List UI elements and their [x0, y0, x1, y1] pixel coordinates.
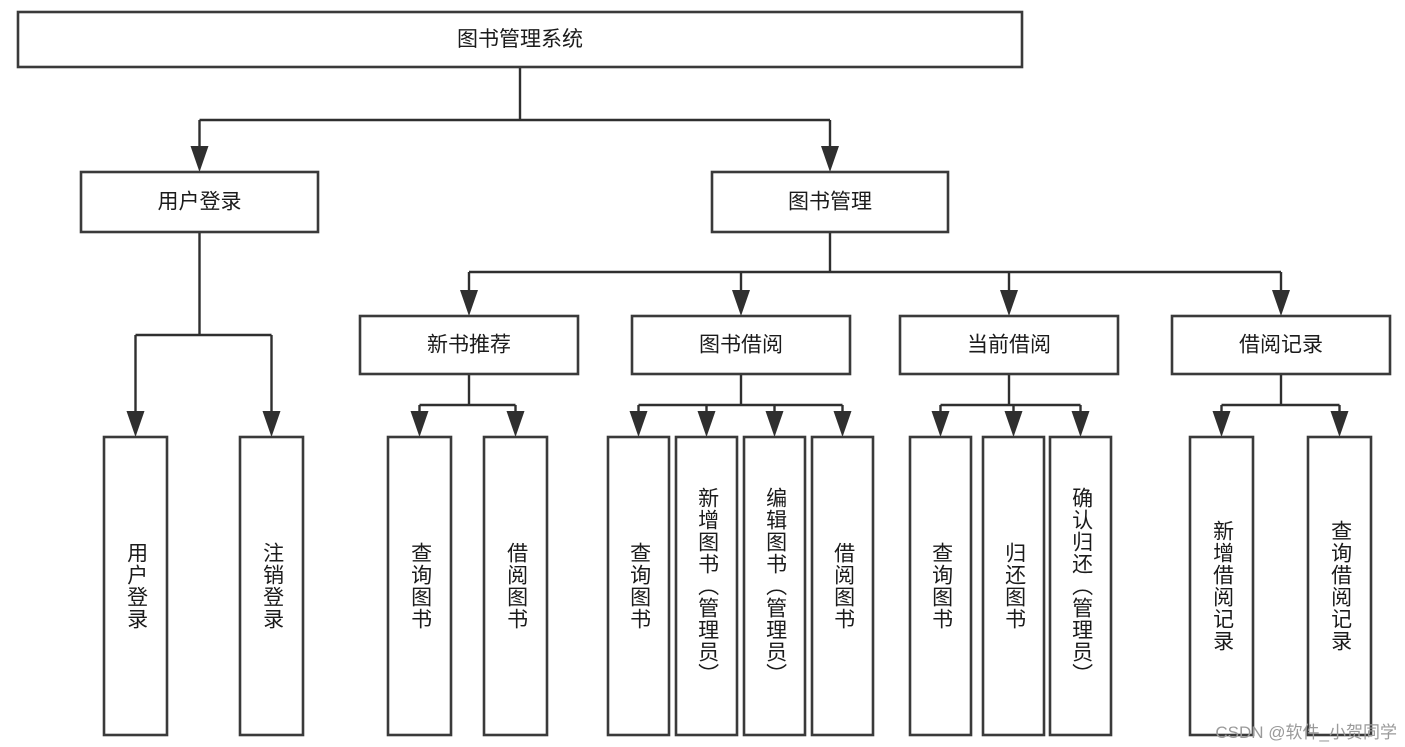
connector-current-borrow-to-leaves — [931, 374, 1090, 437]
node-label-new-book-recommend: 新书推荐 — [427, 334, 511, 357]
node-box-current-borrow[interactable] — [898, 314, 1120, 376]
node-box-leaf-user-login[interactable] — [102, 435, 169, 737]
node-label-current-borrow: 当前借阅 — [967, 334, 1051, 357]
node-box-leaf-confirm-return[interactable] — [1048, 435, 1113, 737]
node-box-leaf-add-record[interactable] — [1188, 435, 1255, 737]
node-box-leaf-query-book-current[interactable] — [908, 435, 973, 737]
connector-user-login-to-leaves — [126, 232, 281, 437]
node-box-leaf-add-book[interactable] — [674, 435, 739, 737]
node-box-leaf-query-book-rec[interactable] — [386, 435, 453, 737]
node-label-root: 图书管理系统 — [457, 28, 583, 51]
connector-root-to-level2 — [190, 67, 839, 172]
node-box-leaf-borrow-book[interactable] — [810, 435, 875, 737]
node-box-user-login[interactable] — [79, 170, 320, 234]
connector-new-book-recommend-to-leaves — [410, 374, 525, 437]
node-label-user-login: 用户登录 — [158, 191, 242, 214]
node-box-borrow-record[interactable] — [1170, 314, 1392, 376]
node-box-root[interactable] — [16, 10, 1024, 69]
node-box-book-management[interactable] — [710, 170, 950, 234]
node-box-book-borrow[interactable] — [630, 314, 852, 376]
node-box-layer — [16, 10, 1392, 737]
node-box-leaf-query-record[interactable] — [1306, 435, 1373, 737]
csdn-watermark: CSDN @软件_小贺同学 — [1215, 723, 1397, 742]
node-box-leaf-edit-book[interactable] — [742, 435, 807, 737]
connector-book-management-to-level3 — [460, 232, 1290, 316]
node-label-borrow-record: 借阅记录 — [1239, 334, 1323, 357]
node-label-book-management: 图书管理 — [788, 191, 872, 214]
connector-borrow-record-to-leaves — [1212, 374, 1349, 437]
node-box-leaf-return-book[interactable] — [981, 435, 1046, 737]
node-label-book-borrow: 图书借阅 — [699, 334, 783, 357]
node-box-leaf-borrow-book-rec[interactable] — [482, 435, 549, 737]
connector-book-borrow-to-leaves — [629, 374, 852, 437]
node-box-leaf-logout[interactable] — [238, 435, 305, 737]
node-box-leaf-query-book-borrow[interactable] — [606, 435, 671, 737]
connector-layer — [126, 67, 1349, 437]
node-box-new-book-recommend[interactable] — [358, 314, 580, 376]
